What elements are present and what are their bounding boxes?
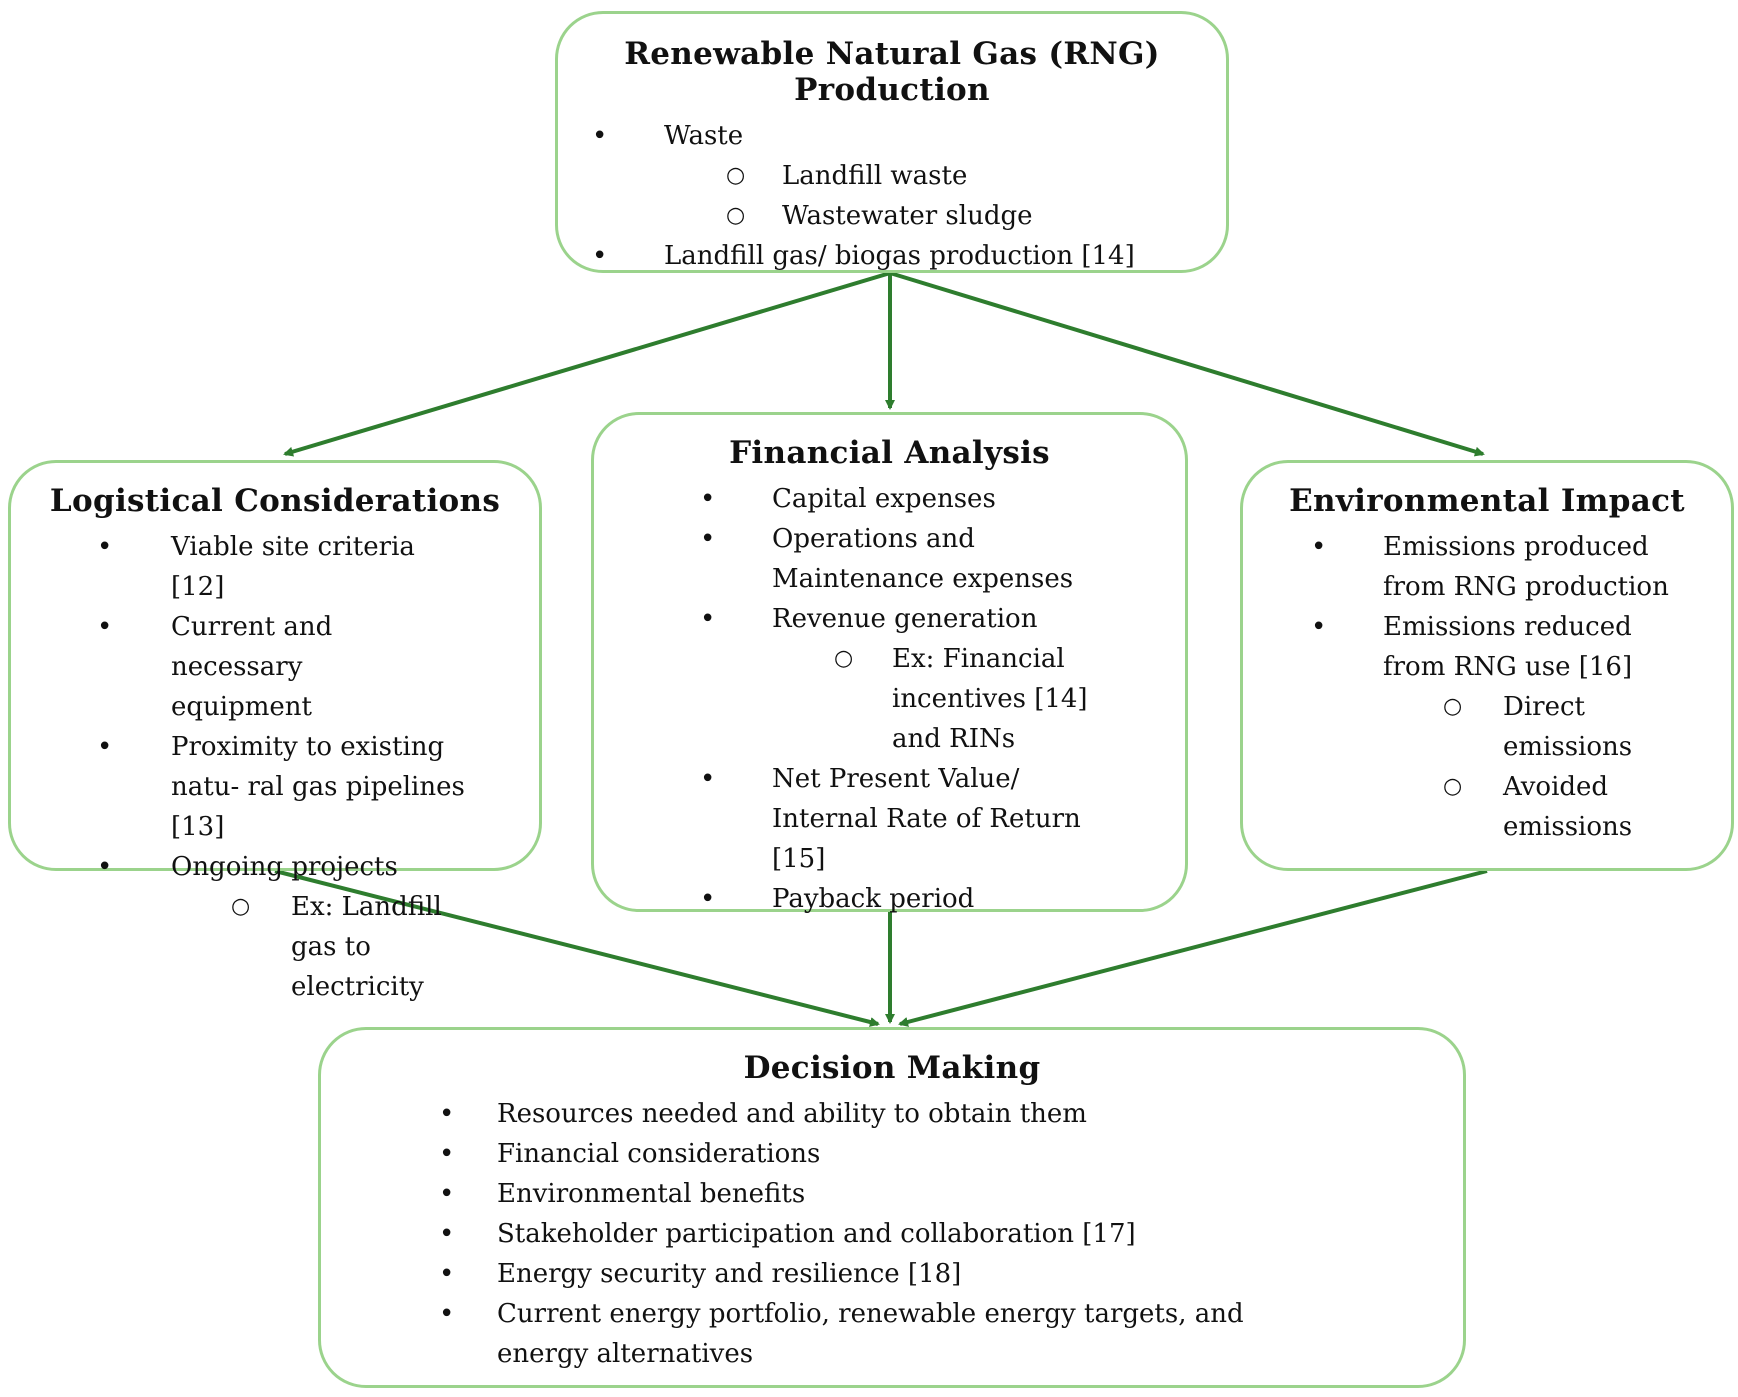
list-item: • Ongoing projects ○ Ex: Landfill gas to… [97,847,457,1007]
bullet-icon: • [1311,612,1327,642]
decision-title: Decision Making [743,1050,1041,1086]
list-item: • Revenue generation ○ Ex: Financial inc… [700,599,1120,759]
decision-making-box: Decision Making • Resources needed and a… [318,1027,1466,1388]
arrow-top-to-environmental [889,271,1485,457]
list-item: • Operations and Maintenance expenses [700,519,1120,599]
list-item: • Waste ○ Landfill waste ○ Wastewater sl… [592,116,1226,236]
bullet-icon: • [97,852,113,882]
sub-list-item: ○ Avoided emissions [1311,767,1701,847]
bullet-icon: • [700,484,716,514]
list-item: • Emissions reduced from RNG use [16] ○ … [1311,607,1701,847]
list-item: • Resources needed and ability to obtain… [439,1094,1339,1134]
list-item: • Current and necessary equipment [97,607,457,727]
list-item: • Payback period [700,879,1120,919]
bullet-icon: • [700,604,716,634]
list-item: • Landfill gas/ biogas production [14] [592,236,1226,276]
environmental-title: Environmental Impact [1289,483,1685,519]
sub-list-item: ○ Ex: Landfill gas to electricity [97,887,457,1007]
bullet-icon: • [700,884,716,914]
bullet-icon: • [439,1259,455,1289]
bullet-icon: • [439,1299,455,1329]
arrow-logistical-to-decision [274,869,880,1027]
list-item: • Viable site criteria [12] [97,527,457,607]
circle-bullet-icon: ○ [726,163,746,188]
bullet-icon: • [97,532,113,562]
logistical-considerations-box: Logistical Considerations • Viable site … [8,460,542,1002]
environmental-impact-box: Environmental Impact • Emissions produce… [1240,460,1734,871]
bullet-icon: • [439,1099,455,1129]
sub-list-item: ○ Ex: Financial incentives [14] and RINs [700,639,1120,759]
bullet-icon: • [439,1219,455,1249]
bullet-icon: • [592,121,608,151]
financial-analysis-box: Financial Analysis • Capital expenses • … [591,412,1188,914]
circle-bullet-icon: ○ [1443,774,1463,799]
bullet-icon: • [439,1179,455,1209]
list-item: • Capital expenses [700,479,1120,519]
circle-bullet-icon: ○ [834,646,854,671]
arrow-environmental-to-decision [898,869,1488,1027]
list-item: • Stakeholder participation and collabor… [439,1214,1339,1254]
bullet-icon: • [439,1139,455,1169]
bullet-icon: • [97,732,113,762]
circle-bullet-icon: ○ [1443,694,1463,719]
list-item: • Proximity to existing natu- ral gas pi… [97,727,465,847]
list-item: • Emissions produced from RNG production [1311,527,1701,607]
rng-production-box: Renewable Natural Gas (RNG) Production •… [555,11,1229,273]
bullet-icon: • [97,612,113,642]
bullet-icon: • [700,524,716,554]
list-item: • Net Present Value/ Internal Rate of Re… [700,759,1120,879]
arrow-top-to-logistical [283,271,891,457]
circle-bullet-icon: ○ [726,203,746,228]
logistical-title: Logistical Considerations [49,483,501,519]
sub-list-item: ○ Direct emissions [1311,687,1701,767]
list-item: • Financial considerations [439,1134,1339,1174]
sub-list-item: ○ Wastewater sludge [592,196,1226,236]
rng-production-title: Renewable Natural Gas (RNG) Production [624,36,1160,108]
bullet-icon: • [1311,532,1327,562]
circle-bullet-icon: ○ [231,894,251,919]
bullet-icon: • [700,764,716,794]
bullet-icon: • [592,241,608,271]
list-item: • Environmental benefits [439,1174,1339,1214]
list-item: • Energy security and resilience [18] [439,1254,1339,1294]
sub-list-item: ○ Landfill waste [592,156,1226,196]
financial-title: Financial Analysis [729,435,1050,471]
list-item: • Current energy portfolio, renewable en… [439,1294,1339,1374]
